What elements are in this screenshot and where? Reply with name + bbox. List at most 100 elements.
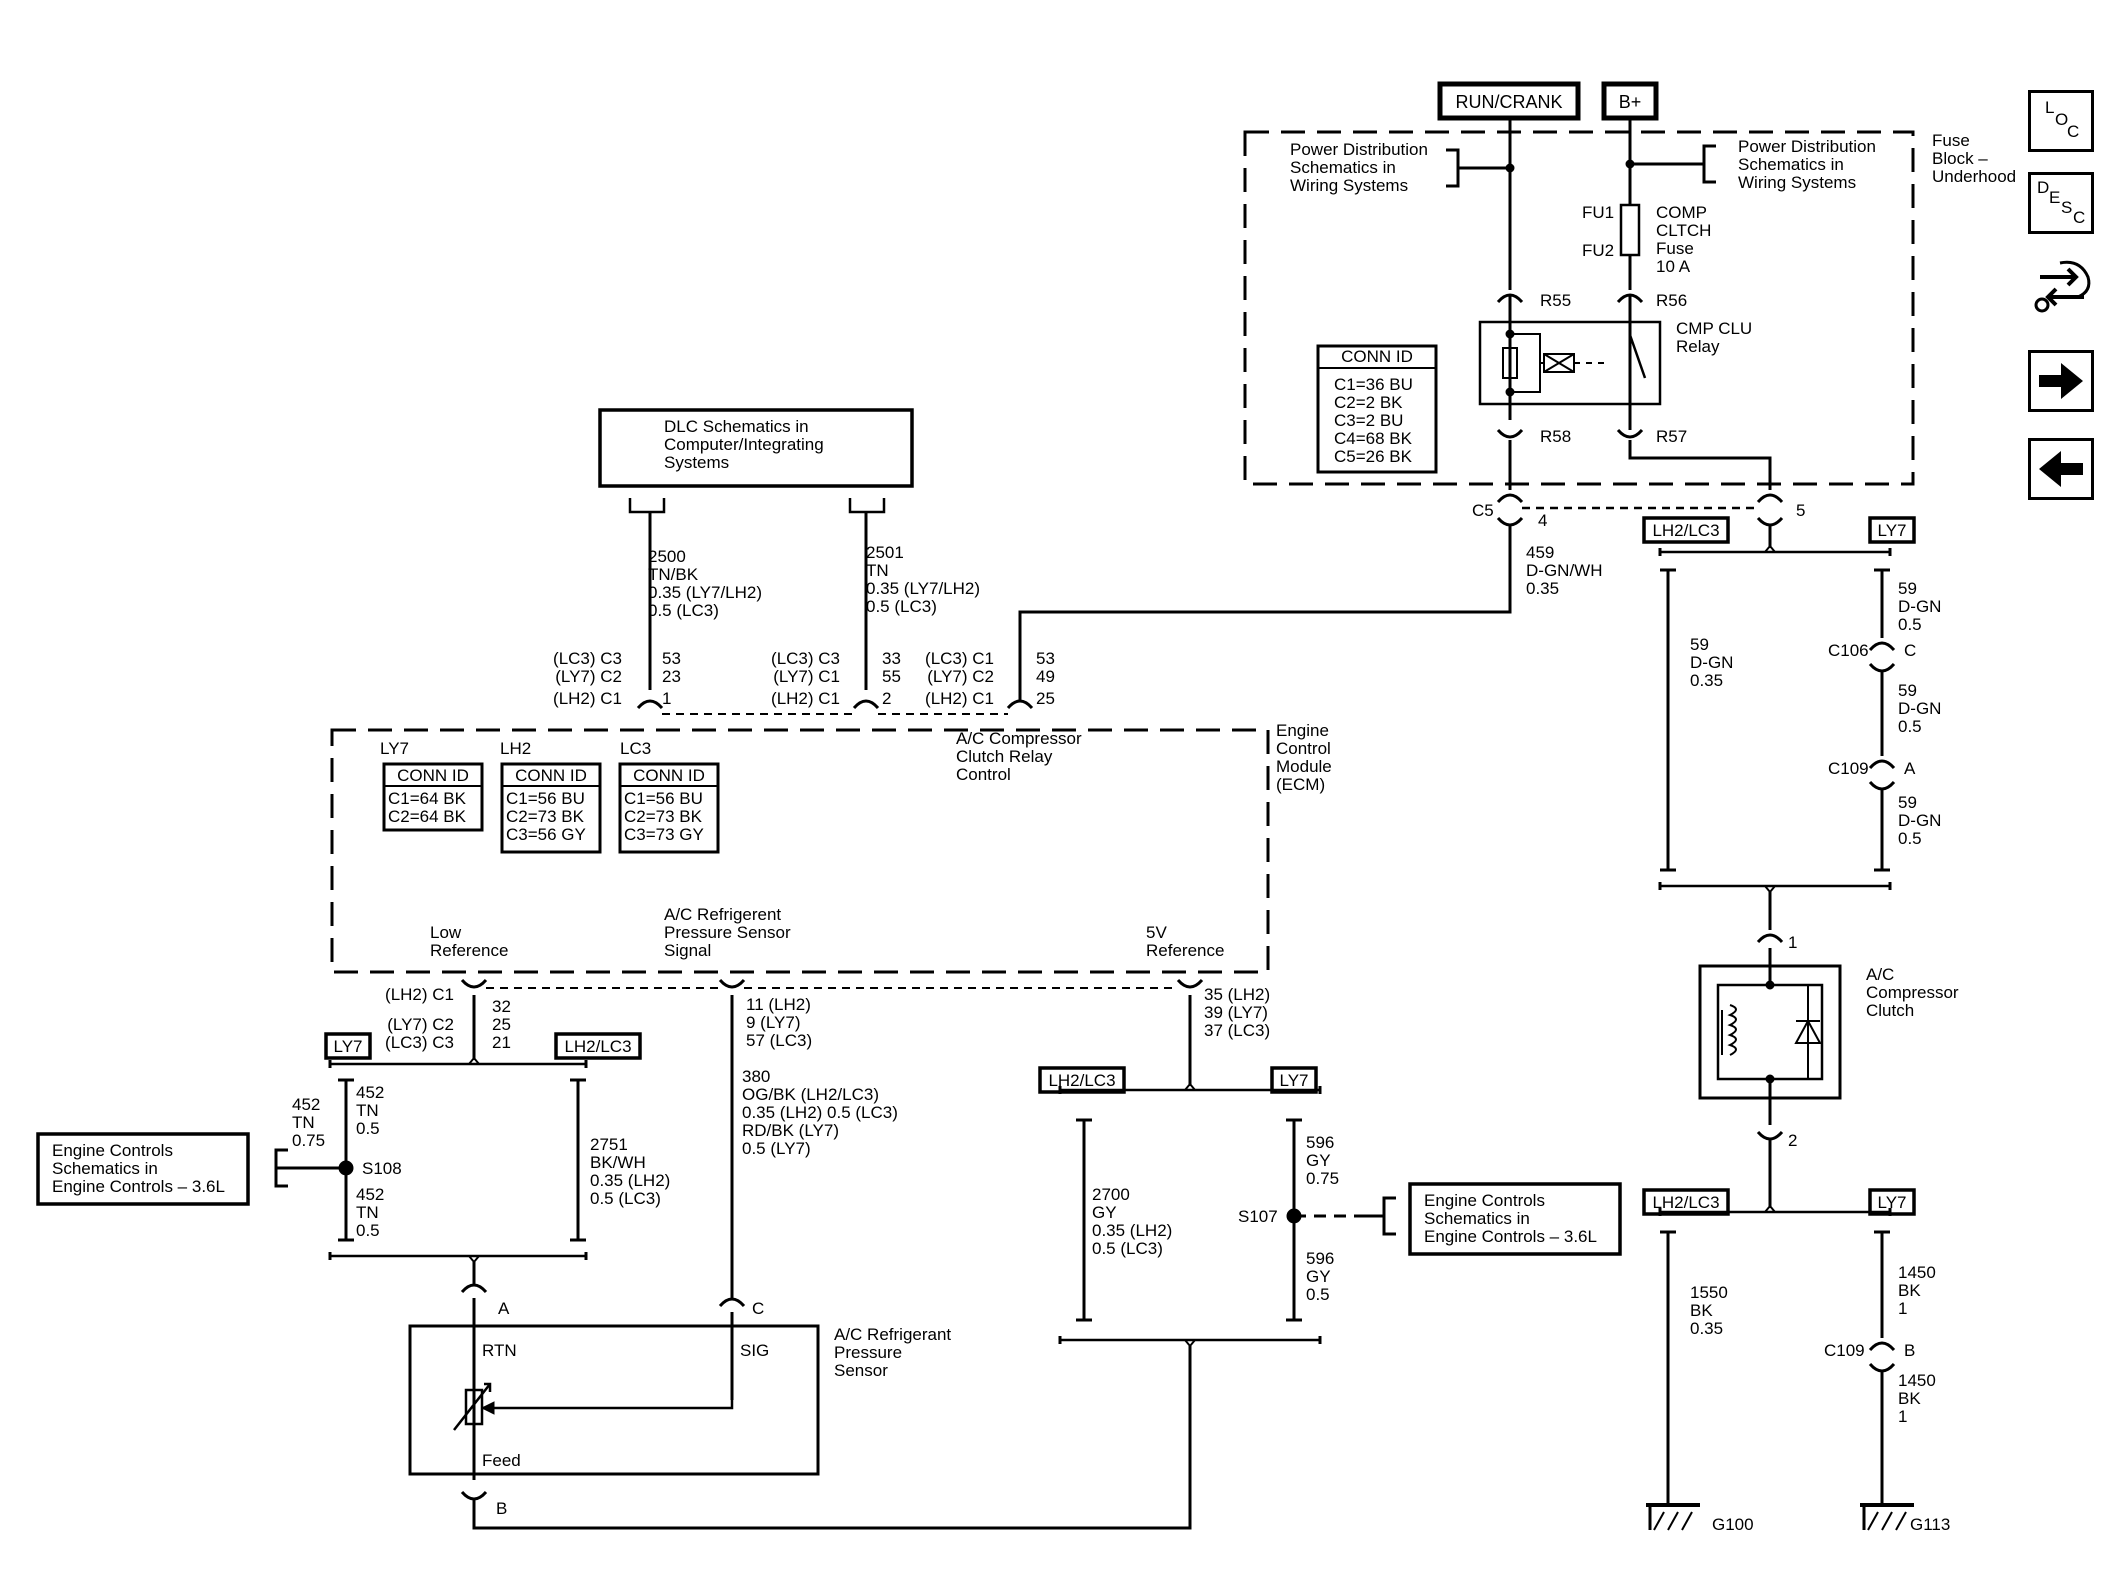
sig-pin-2: 9 (LY7): [746, 1013, 801, 1032]
ecm-label-4: (ECM): [1276, 775, 1325, 794]
dlc-box: [598, 408, 914, 488]
relay-label-2: Relay: [1676, 337, 1720, 356]
c5-pin5: 5: [1796, 501, 1805, 520]
fu1-label: FU1: [1582, 203, 1614, 222]
fuse-block-label-3: Underhood: [1932, 167, 2016, 186]
w452b-2: TN: [356, 1101, 379, 1120]
pd-right-1: Power Distribution: [1738, 137, 1876, 156]
loc-button[interactable]: L O C: [2028, 90, 2094, 152]
loc-icon: L O C: [2045, 98, 2079, 141]
ecm-lh2-label: LH2: [500, 739, 531, 758]
lc3-conn-1: C1=56 BU: [624, 789, 703, 808]
r57-label: R57: [1656, 427, 1687, 446]
clutch-label-3: Clutch: [1866, 1001, 1914, 1020]
c106-pin: C: [1904, 641, 1916, 660]
w1450b-3: 1: [1898, 1407, 1907, 1426]
w452c-3: 0.5: [356, 1221, 380, 1240]
p3-right-2: 49: [1036, 667, 1055, 686]
svg-text:O: O: [2055, 110, 2068, 129]
w2500-3: 0.35 (LY7/LH2): [648, 583, 762, 602]
w59b-2: D-GN: [1898, 597, 1941, 616]
w596a-2: GY: [1306, 1151, 1331, 1170]
p1-right-3: 1: [662, 689, 671, 708]
p3-right-1: 53: [1036, 649, 1055, 668]
sensor-label-3: Sensor: [834, 1361, 888, 1380]
p2-left-1: (LC3) C3: [771, 649, 840, 668]
svg-text:L: L: [2045, 98, 2054, 117]
lh2-conn-3: C3=56 GY: [506, 825, 586, 844]
tag-ly7-d: LY7: [1878, 1193, 1907, 1212]
dlc-text-1: DLC Schematics in: [664, 417, 809, 436]
w59a-3: 0.35: [1690, 671, 1723, 690]
p3-left-2: (LY7) C2: [927, 667, 994, 686]
g113-label: G113: [1910, 1515, 1950, 1534]
pd-left-3: Wiring Systems: [1290, 176, 1408, 195]
w2501-2: TN: [866, 561, 889, 580]
w59a-2: D-GN: [1690, 653, 1733, 672]
svg-text:C: C: [2067, 122, 2079, 141]
w2500-1: 2500: [648, 547, 686, 566]
sensor-pin-a: A: [498, 1299, 510, 1318]
clutch-pin1: 1: [1788, 933, 1797, 952]
clutch-label-1: A/C: [1866, 965, 1894, 984]
relay-ctrl-3: Control: [956, 765, 1011, 784]
lc3-conn-box: [618, 762, 720, 854]
c109b-label: C109: [1824, 1341, 1865, 1360]
w2500-4: 0.5 (LC3): [648, 601, 719, 620]
clutch-pin2: 2: [1788, 1131, 1797, 1150]
low-right-2: 25: [492, 1015, 511, 1034]
w1450b-2: BK: [1898, 1389, 1921, 1408]
lh2-conn-title: CONN ID: [515, 766, 587, 785]
engine-controls-left-box: [36, 1132, 250, 1206]
w452b-1: 452: [356, 1083, 384, 1102]
p2-left-3: (LH2) C1: [771, 689, 840, 708]
ref5v-1: 5V: [1146, 923, 1167, 942]
pd-right-3: Wiring Systems: [1738, 173, 1856, 192]
w59a-1: 59: [1690, 635, 1709, 654]
pd-right-2: Schematics in: [1738, 155, 1844, 174]
w2751-4: 0.5 (LC3): [590, 1189, 661, 1208]
w2700-1: 2700: [1092, 1185, 1130, 1204]
p1-left-1: (LC3) C3: [553, 649, 622, 668]
w2751-1: 2751: [590, 1135, 628, 1154]
lh2-conn-2: C2=73 BK: [506, 807, 585, 826]
w452a-2: TN: [292, 1113, 315, 1132]
w452a-3: 0.75: [292, 1131, 325, 1150]
w452c-2: TN: [356, 1203, 379, 1222]
sig-pin-3: 57 (LC3): [746, 1031, 812, 1050]
w380-3: 0.35 (LH2) 0.5 (LC3): [742, 1103, 898, 1122]
p1-left-3: (LH2) C1: [553, 689, 622, 708]
low-left-2: (LY7) C2: [387, 1015, 454, 1034]
fuse-conn-3: C3=2 BU: [1334, 411, 1403, 430]
tag-ly7-b: LY7: [1280, 1071, 1309, 1090]
w2501-3: 0.35 (LY7/LH2): [866, 579, 980, 598]
low-left-1: (LH2) C1: [385, 985, 454, 1004]
w2700-2: GY: [1092, 1203, 1117, 1222]
w59b-3: 0.5: [1898, 615, 1922, 634]
tag-lh2lc3-b: LH2/LC3: [1048, 1071, 1115, 1090]
w380-1: 380: [742, 1067, 770, 1086]
fuse-block-label-2: Block –: [1932, 149, 1988, 168]
fuse-conn-1: C1=36 BU: [1334, 375, 1413, 394]
p3-left-3: (LH2) C1: [925, 689, 994, 708]
low-right-3: 21: [492, 1033, 511, 1052]
wrench-arrows-icon[interactable]: [2030, 255, 2094, 319]
low-ref-2: Reference: [430, 941, 508, 960]
desc-button[interactable]: D E S C: [2028, 172, 2094, 234]
sensor-sig: SIG: [740, 1341, 769, 1360]
back-button[interactable]: [2028, 438, 2094, 500]
fuse-text-1: COMP: [1656, 203, 1707, 222]
sensor-pin-b: B: [496, 1499, 507, 1518]
w1550-1: 1550: [1690, 1283, 1728, 1302]
sensor-rtn: RTN: [482, 1341, 517, 1360]
w2501-1: 2501: [866, 543, 904, 562]
clutch-label-2: Compressor: [1866, 983, 1959, 1002]
w2501-4: 0.5 (LC3): [866, 597, 937, 616]
ec-right-2: Schematics in: [1424, 1209, 1530, 1228]
relay-label-1: CMP CLU: [1676, 319, 1752, 338]
w1450a-1: 1450: [1898, 1263, 1936, 1282]
next-button[interactable]: [2028, 350, 2094, 412]
w380-5: 0.5 (LY7): [742, 1139, 811, 1158]
